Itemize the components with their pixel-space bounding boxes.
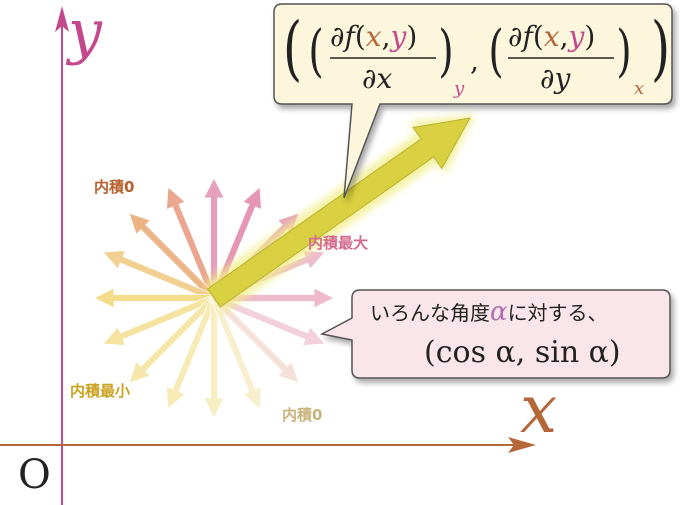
inner-open-paren-right: ( — [488, 19, 503, 84]
outer-open-paren: ( — [283, 8, 302, 89]
axes — [0, 6, 536, 505]
origin-label: O — [18, 452, 51, 498]
x-axis-arrowhead — [508, 437, 536, 453]
numerator-left: ∂f(x,y) — [330, 20, 417, 53]
label-inner-zero-bottom: 内積0 — [282, 406, 322, 424]
inner-open-paren-left: ( — [308, 19, 323, 84]
denominator-left: ∂x — [362, 62, 392, 95]
gradient-callout-box — [273, 3, 673, 199]
subscript-x: x — [634, 78, 644, 99]
direction-callout-line2: (cos α, sin α) — [424, 335, 621, 370]
inner-close-paren-left: ) — [438, 19, 453, 84]
numerator-right: ∂f(x,y) — [508, 20, 595, 53]
label-inner-zero-top: 内積0 — [94, 178, 134, 196]
separator-comma: , — [470, 44, 479, 77]
outer-close-paren: ) — [651, 8, 670, 89]
y-axis-label: y — [65, 0, 103, 67]
denominator-right: ∂y — [540, 62, 571, 95]
label-inner-min: 内積最小 — [70, 382, 130, 400]
direction-callout-line1: いろんな角度αに対する、 — [370, 297, 608, 327]
gradient-arrow — [203, 114, 475, 313]
direction-callout: いろんな角度αに対する、 (cos α, sin α) — [319, 289, 671, 379]
inner-close-paren-right: ) — [616, 19, 631, 84]
x-axis-label: x — [520, 371, 557, 448]
direction-arrow — [128, 212, 218, 302]
label-inner-max: 内積最大 — [308, 234, 368, 252]
subscript-y: y — [453, 78, 465, 99]
direction-arrow — [128, 294, 218, 384]
y-axis-arrowhead — [55, 6, 69, 32]
gradient-arrow-shape — [207, 117, 471, 308]
direction-callout-box — [319, 289, 671, 379]
gradient-callout: ( ( ∂f(x,y) ∂x ) y , ( ∂f(x,y) ∂y ) x ) — [273, 3, 673, 199]
